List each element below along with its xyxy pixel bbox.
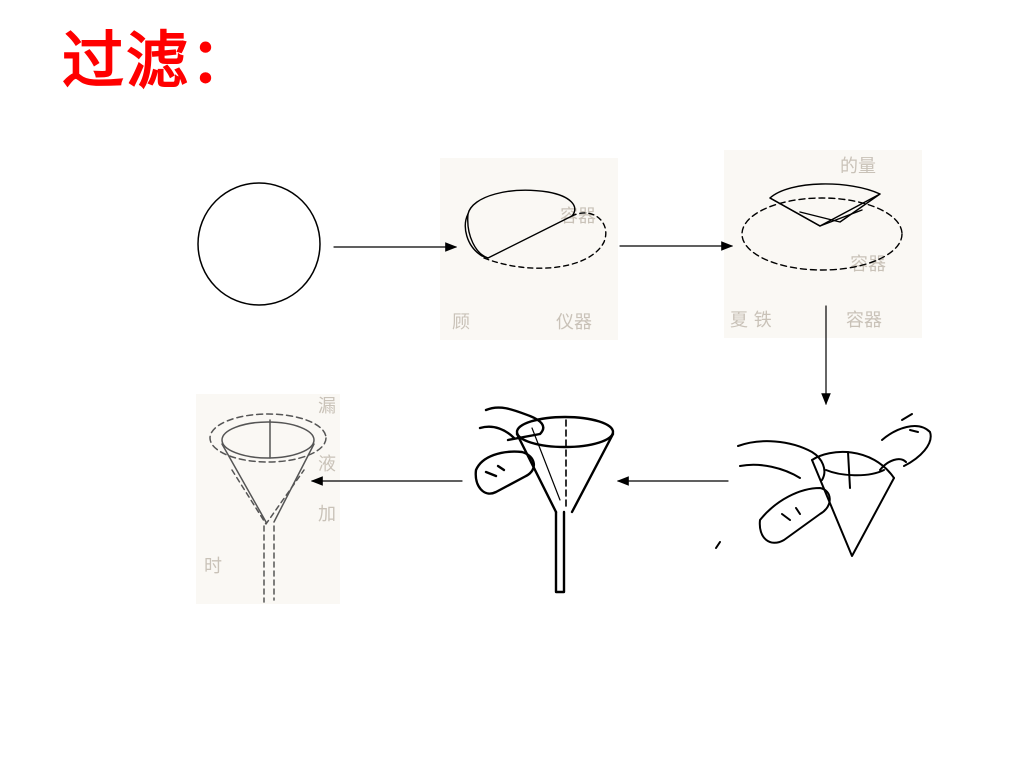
scan-background-step3: 的量 容器 夏 铁 容器 (724, 150, 922, 338)
scan-background-step6: 漏 液 加 时 (196, 394, 340, 604)
step-2-fold-in-half (464, 189, 607, 269)
svg-text:仪器: 仪器 (556, 312, 592, 333)
slide-title: 过滤： (62, 24, 255, 97)
step-1-filter-paper-circle (197, 182, 321, 306)
svg-text:容器: 容器 (560, 206, 596, 227)
svg-text:顾: 顾 (452, 312, 470, 333)
svg-text:时: 时 (204, 556, 222, 577)
svg-text:漏: 漏 (318, 396, 336, 417)
svg-text:的量: 的量 (840, 156, 876, 177)
svg-text:加: 加 (318, 504, 336, 525)
svg-text:夏 铁: 夏 铁 (730, 310, 772, 331)
step-3-fold-in-quarter (741, 183, 903, 271)
svg-text:容器: 容器 (850, 254, 886, 275)
svg-text:液: 液 (318, 454, 336, 475)
step-5-place-into-funnel (474, 406, 615, 594)
svg-text:容器: 容器 (846, 310, 882, 331)
step-4-open-into-cone (715, 413, 932, 557)
step-6-paper-fitted-in-funnel (209, 413, 327, 603)
scan-background-step2: 容器 顾 仪器 (440, 158, 618, 340)
